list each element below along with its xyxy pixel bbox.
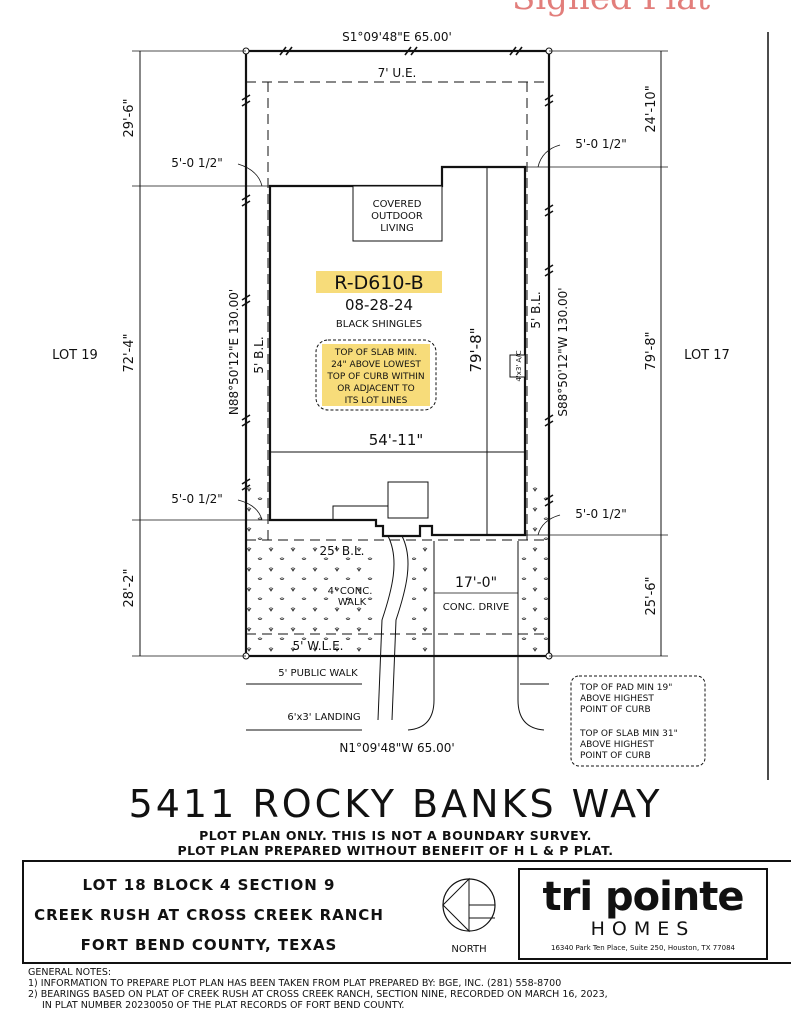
- public-walk-label: 5' PUBLIC WALK: [278, 668, 358, 679]
- bl-right-label: 5' B.L.: [529, 291, 543, 328]
- title-block: LOT 18 BLOCK 4 SECTION 9 CREEK RUSH AT C…: [22, 860, 791, 964]
- general-note-1: 1) INFORMATION TO PREPARE PLOT PLAN HAS …: [28, 978, 562, 989]
- bearing-left: N88°50'12"E 130.00': [227, 289, 241, 415]
- dim-left-bottom: 28'-2": [122, 568, 137, 607]
- covered-outdoor-label-1: COVERED: [373, 199, 422, 210]
- offset-top-left: 5'-0 1/2": [171, 156, 223, 170]
- landing-label: 6'x3' LANDING: [287, 712, 360, 723]
- general-notes: GENERAL NOTES: 1) INFORMATION TO PREPARE…: [28, 967, 788, 1011]
- lot-block-section: LOT 18 BLOCK 4 SECTION 9: [82, 876, 336, 894]
- bl-front-label: 25' B.L.: [320, 544, 365, 558]
- slab-note-5: ITS LOT LINES: [345, 396, 408, 406]
- covered-outdoor-label-2: OUTDOOR: [371, 211, 423, 222]
- general-note-2-cont: IN PLAT NUMBER 20230050 OF THE PLAT RECO…: [42, 1000, 405, 1011]
- pad-note-5: TOP OF SLAB MIN 31": [579, 729, 678, 739]
- house-depth-dim: 79'-8": [467, 327, 485, 372]
- logo-wordmark: tri pointe: [542, 874, 744, 920]
- house-width-dim: 54'-11": [369, 431, 424, 449]
- general-note-2: 2) BEARINGS BASED ON PLAT OF CREEK RUSH …: [28, 989, 608, 1000]
- general-notes-heading: GENERAL NOTES:: [28, 967, 112, 978]
- bearing-right: S88°50'12"W 130.00': [556, 287, 570, 416]
- ac-pad: [509, 354, 526, 378]
- ac-label: 4'x3' A/C: [515, 350, 523, 381]
- covered-outdoor-living: [352, 185, 443, 242]
- lot-right-label: LOT 17: [684, 348, 730, 363]
- north-arrow-icon: [442, 877, 496, 933]
- walk-label-1: 4' CONC.: [328, 586, 373, 597]
- ue-label: 7' U.E.: [378, 66, 417, 80]
- slab-note-1: TOP OF SLAB MIN.: [334, 348, 417, 358]
- bearing-top: S1°09'48"E 65.00': [342, 30, 452, 44]
- lot-boundary: [244, 49, 551, 658]
- slab-note-2: 24" ABOVE LOWEST: [331, 360, 421, 370]
- covered-outdoor-label-3: LIVING: [380, 223, 414, 234]
- plan-code: R-D610-B: [334, 272, 423, 294]
- offset-bottom-left: 5'-0 1/2": [171, 492, 223, 506]
- dim-left-top: 29'-6": [122, 98, 137, 137]
- wle-label: 5' W.L.E.: [293, 639, 344, 653]
- drive-label: CONC. DRIVE: [443, 602, 509, 613]
- walk-label-2: WALK: [338, 597, 367, 608]
- pad-note-6: ABOVE HIGHEST: [580, 740, 654, 750]
- bl-left-label: 5' B.L.: [252, 336, 266, 373]
- pad-note-1: TOP OF PAD MIN 19": [579, 683, 672, 693]
- offset-bottom-right: 5'-0 1/2": [575, 507, 627, 521]
- property-address: 5411 ROCKY BANKS WAY: [128, 782, 663, 826]
- dim-right-bottom: 25'-6": [644, 576, 659, 615]
- drive-width-dim: 17'-0": [455, 575, 497, 591]
- signed-plat-stamp: Signed Plat: [512, 0, 710, 18]
- builder-address: 16340 Park Ten Place, Suite 250, Houston…: [551, 944, 735, 952]
- dim-right-mid: 79'-8": [644, 331, 659, 370]
- offset-top-right: 5'-0 1/2": [575, 137, 627, 151]
- lot-left-label: LOT 19: [52, 348, 98, 363]
- north-label: NORTH: [451, 944, 487, 955]
- logo-homes: HOMES: [590, 918, 696, 940]
- pad-note-box: [570, 675, 706, 767]
- subdivision-name: CREEK RUSH AT CROSS CREEK RANCH: [34, 906, 384, 924]
- plot-plan-diagram: 7' U.E. COVERED OUTDOOR LIVING R-D610-B …: [52, 30, 769, 780]
- pad-note-3: POINT OF CURB: [580, 705, 651, 715]
- pad-note-2: ABOVE HIGHEST: [580, 694, 654, 704]
- county-state: FORT BEND COUNTY, TEXAS: [80, 936, 338, 954]
- pad-note-7: POINT OF CURB: [580, 751, 651, 761]
- dim-right-top: 24'-10": [644, 85, 659, 132]
- builder-logo: tri pointe HOMES 16340 Park Ten Place, S…: [518, 868, 768, 960]
- bearing-bottom: N1°09'48"W 65.00': [339, 741, 454, 755]
- roof-label: BLACK SHINGLES: [336, 319, 422, 330]
- plot-plan-note-1: PLOT PLAN ONLY. THIS IS NOT A BOUNDARY S…: [199, 828, 592, 843]
- dim-left-mid: 72'-4": [122, 333, 137, 372]
- slab-note-3: TOP OF CURB WITHIN: [326, 372, 424, 382]
- plan-date: 08-28-24: [345, 296, 413, 314]
- slab-note-4: OR ADJACENT TO: [337, 384, 414, 394]
- plot-plan-note-2: PLOT PLAN PREPARED WITHOUT BENEFIT OF H …: [177, 843, 614, 858]
